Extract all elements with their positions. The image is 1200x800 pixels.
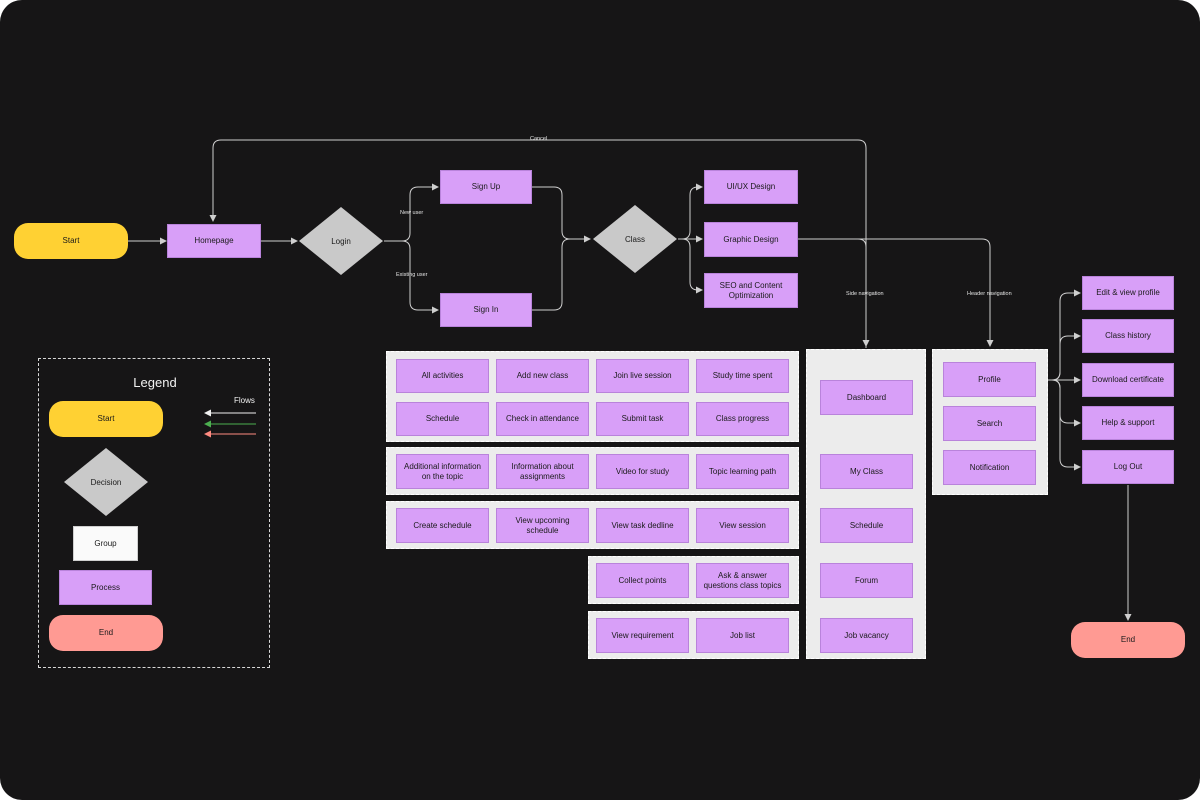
edge-label-existing-user: Existing user xyxy=(396,272,428,278)
class-decision-label: Class xyxy=(624,234,645,244)
schedule-item[interactable]: View session xyxy=(696,508,789,543)
legend-decision-label: Decision xyxy=(90,477,122,487)
legend-start: Start xyxy=(49,401,163,437)
side-nav-forum[interactable]: Forum xyxy=(820,563,913,598)
start-terminal[interactable]: Start xyxy=(14,223,128,259)
side-nav-schedule[interactable]: Schedule xyxy=(820,508,913,543)
myclass-item[interactable]: Additional information on the topic xyxy=(396,454,489,489)
dashboard-item[interactable]: Join live session xyxy=(596,359,689,393)
side-nav-job-vacancy[interactable]: Job vacancy xyxy=(820,618,913,653)
header-nav-notification[interactable]: Notification xyxy=(943,450,1036,485)
login-decision[interactable]: Login xyxy=(298,206,384,276)
dashboard-item[interactable]: Submit task xyxy=(596,402,689,436)
legend-title: Legend xyxy=(133,375,177,390)
job-item[interactable]: Job list xyxy=(696,618,789,653)
uiux-design-process[interactable]: UI/UX Design xyxy=(704,170,798,204)
forum-item[interactable]: Ask & answer questions class topics xyxy=(696,563,789,598)
profile-item[interactable]: Edit & view profile xyxy=(1082,276,1174,310)
header-nav-search[interactable]: Search xyxy=(943,406,1036,441)
header-nav-profile[interactable]: Profile xyxy=(943,362,1036,397)
legend-flows-title: Flows xyxy=(234,396,255,405)
profile-item-log-out[interactable]: Log Out xyxy=(1082,450,1174,484)
profile-item[interactable]: Class history xyxy=(1082,319,1174,353)
schedule-item[interactable]: View task dedline xyxy=(596,508,689,543)
profile-item[interactable]: Download certificate xyxy=(1082,363,1174,397)
legend-decision: Decision xyxy=(63,447,149,517)
sign-up-process[interactable]: Sign Up xyxy=(440,170,532,204)
dashboard-item[interactable]: Schedule xyxy=(396,402,489,436)
homepage-process[interactable]: Homepage xyxy=(167,224,261,258)
diamond-shape xyxy=(299,207,383,275)
legend-group: Group xyxy=(73,526,138,561)
end-terminal[interactable]: End xyxy=(1071,622,1185,658)
diamond-shape xyxy=(64,448,148,516)
graphic-design-process[interactable]: Graphic Design xyxy=(704,222,798,257)
dashboard-item[interactable]: Study time spent xyxy=(696,359,789,393)
sign-in-process[interactable]: Sign In xyxy=(440,293,532,327)
schedule-item[interactable]: View upcoming schedule xyxy=(496,508,589,543)
login-decision-label: Login xyxy=(331,236,351,246)
edge-label-new-user: New user xyxy=(400,210,424,216)
legend: Legend Flows Start Decision Group Proces… xyxy=(38,358,270,668)
seo-process[interactable]: SEO and Content Optimization xyxy=(704,273,798,308)
myclass-item[interactable]: Topic learning path xyxy=(696,454,789,489)
job-item[interactable]: View requirement xyxy=(596,618,689,653)
dashboard-item[interactable]: Add new class xyxy=(496,359,589,393)
dashboard-item[interactable]: All activities xyxy=(396,359,489,393)
legend-end: End xyxy=(49,615,163,651)
diamond-shape xyxy=(593,205,677,273)
side-nav-dashboard[interactable]: Dashboard xyxy=(820,380,913,415)
legend-process: Process xyxy=(59,570,152,605)
edge-label-side-navigation: Side navigation xyxy=(846,291,884,297)
dashboard-item[interactable]: Class progress xyxy=(696,402,789,436)
dashboard-item[interactable]: Check in attendance xyxy=(496,402,589,436)
class-decision[interactable]: Class xyxy=(592,204,678,274)
myclass-item[interactable]: Information about assignments xyxy=(496,454,589,489)
side-nav-my-class[interactable]: My Class xyxy=(820,454,913,489)
edge-label-header-navigation: Header navigation xyxy=(967,291,1012,297)
profile-item[interactable]: Help & support xyxy=(1082,406,1174,440)
forum-item[interactable]: Collect points xyxy=(596,563,689,598)
myclass-item[interactable]: Video for study xyxy=(596,454,689,489)
schedule-item[interactable]: Create schedule xyxy=(396,508,489,543)
edge-label-cancel: Cancel xyxy=(530,136,548,142)
